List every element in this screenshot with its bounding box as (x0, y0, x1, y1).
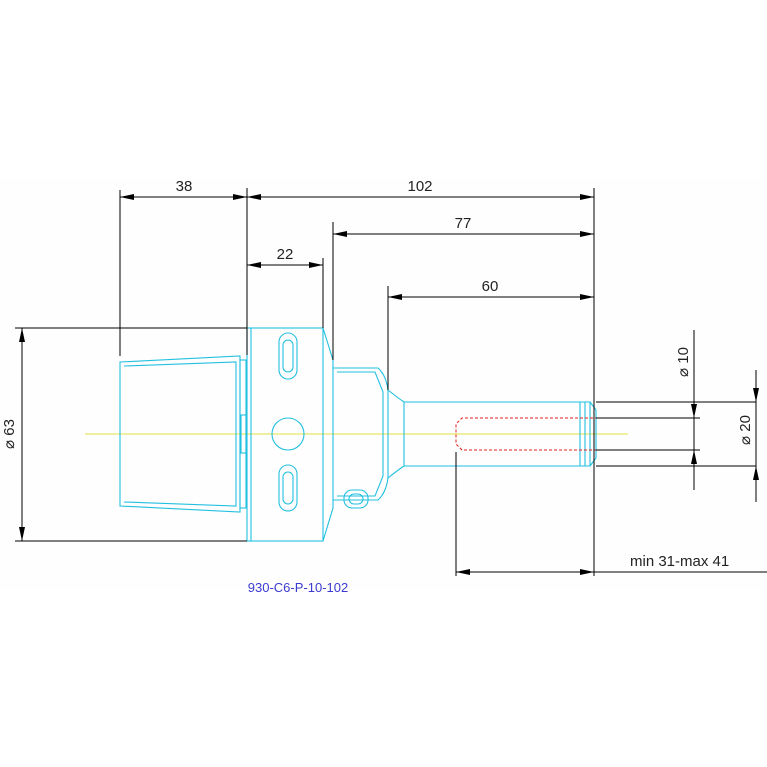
dimension-arrows (19, 194, 759, 575)
drawing-sheet (0, 178, 767, 590)
dim-20-label: ⌀ 20 (737, 415, 754, 445)
dim-60-label: 60 (482, 278, 499, 295)
dim-22-label: 22 (277, 246, 294, 263)
tool-holder-outline (119, 327, 597, 542)
dim-min-max-label: min 31-max 41 (630, 553, 729, 570)
hidden-bore (455, 417, 598, 451)
dim-10-label: ⌀ 10 (675, 347, 692, 377)
dim-63-label: ⌀ 63 (1, 419, 18, 449)
dim-77-label: 77 (455, 215, 472, 232)
dim-102-label: 102 (407, 178, 432, 195)
part-number: 930-C6-P-10-102 (248, 580, 348, 595)
dim-38-label: 38 (176, 178, 193, 195)
